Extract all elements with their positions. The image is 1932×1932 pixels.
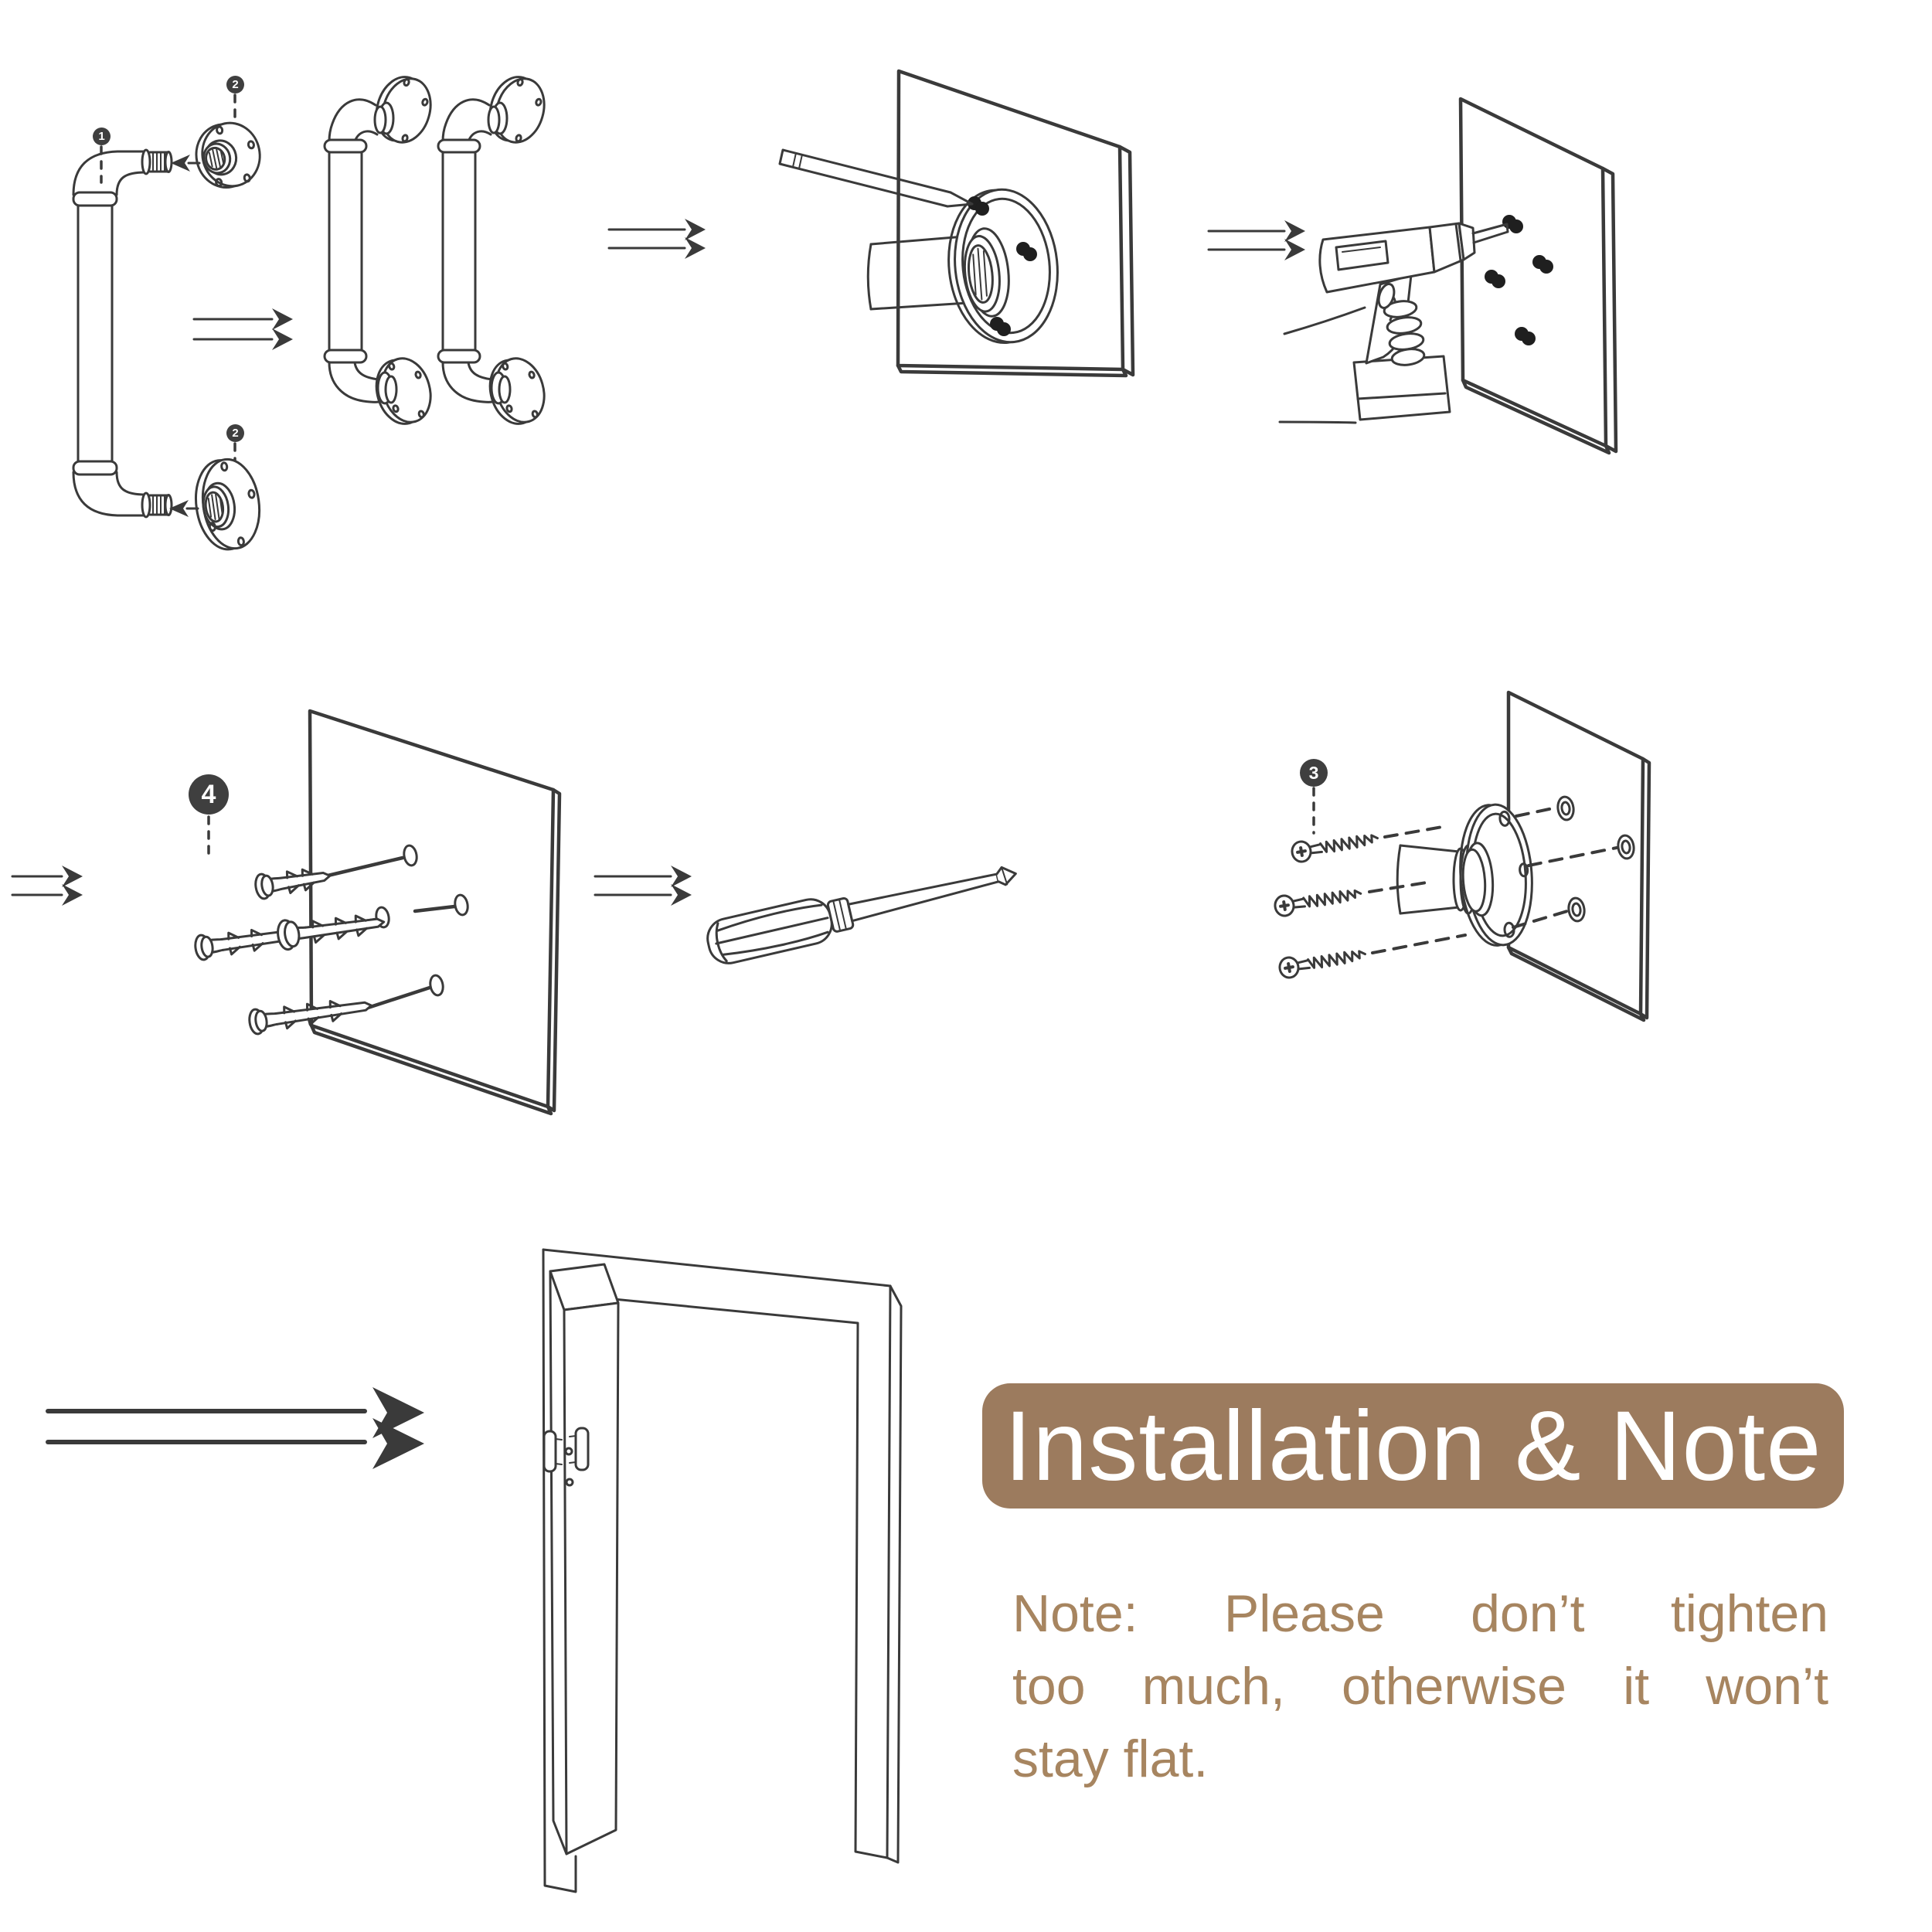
- note-line-3: stay flat.: [1012, 1730, 1209, 1788]
- step-badge-2-bottom: 2: [226, 424, 244, 442]
- panel-assembled-handles: [323, 70, 553, 431]
- screwdriver: [706, 866, 1017, 964]
- step-transition-arrows: [11, 219, 1305, 906]
- pencil: [778, 148, 974, 208]
- panel-finished-door: [542, 1248, 903, 1893]
- installed-door-handles: [543, 1427, 590, 1487]
- note-line-2: too much, otherwise it won’t: [1012, 1657, 1828, 1716]
- panel-mark-holes: [778, 69, 1135, 378]
- pencil-marks: [968, 196, 1037, 336]
- final-step-arrow: [46, 1387, 424, 1469]
- note-text: Note: Please don’t tighten too much, oth…: [1012, 1577, 1828, 1795]
- panel-insert-anchors: [194, 709, 562, 1116]
- section-title-banner: Installation & Note: [982, 1383, 1844, 1509]
- step-badge-3: 3: [1300, 759, 1328, 787]
- panel-drill-holes: [1278, 97, 1618, 455]
- step-badge-2-top: 2: [226, 76, 244, 94]
- power-drill-and-hand: [1278, 222, 1509, 424]
- note-line-1: Note: Please don’t tighten: [1012, 1584, 1828, 1643]
- open-door: [549, 1263, 620, 1855]
- panel-screw-flange: [706, 690, 1651, 1022]
- step-badge-1: 1: [93, 128, 111, 145]
- door-frame: [542, 1248, 903, 1893]
- panel-attach-flanges: [72, 94, 261, 551]
- step-badge-4: 4: [189, 774, 229, 815]
- section-title: Installation & Note: [1004, 1390, 1822, 1502]
